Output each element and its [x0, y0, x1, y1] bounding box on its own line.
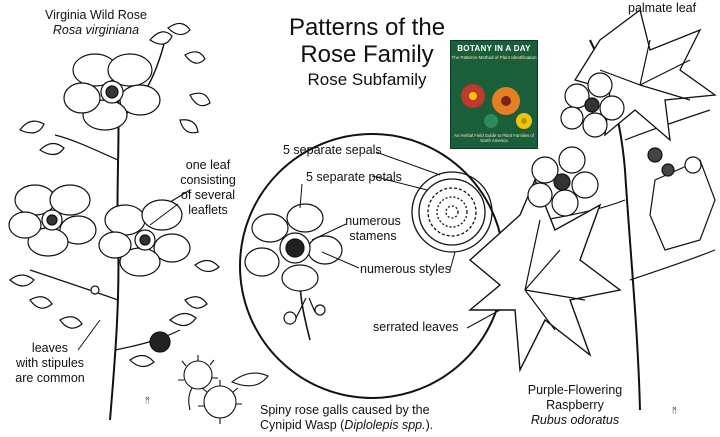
stamens-label-2: stamens — [349, 229, 397, 243]
stamens-label-1: numerous — [345, 214, 401, 228]
receptacle-cross-section — [411, 171, 493, 253]
book-tagline: The Patterns Method of Plant Identificat… — [451, 55, 537, 60]
galls-caption-2-pre: Cynipid Wasp ( — [260, 418, 345, 432]
galls-caption-1: Spiny rose galls caused by the — [260, 403, 430, 417]
raspberry-flower-lower — [527, 146, 599, 217]
one-leaf-label-1: one leaf — [185, 158, 231, 172]
galls-caption-2-post: ). — [425, 418, 434, 432]
book-title: BOTANY IN A DAY — [457, 44, 531, 53]
styles-label: numerous styles — [360, 262, 452, 276]
diagram-title-line2: Rose Family — [300, 41, 434, 68]
center-flower-illustration — [244, 203, 343, 341]
one-leaf-label-2: consisting — [180, 173, 236, 187]
rose-flower-left — [8, 184, 97, 257]
raspberry-label-1: Purple-Flowering — [527, 383, 623, 397]
palmate-leaf-large — [468, 178, 622, 373]
rose-flower-top — [63, 53, 161, 131]
diagram-title-line1: Patterns of the — [288, 14, 446, 41]
petals-label: 5 separate petals — [306, 170, 402, 184]
galls-caption-2: Cynipid Wasp (Diplolepis spp.). — [260, 418, 433, 433]
stipules-label-2: with stipules — [15, 356, 85, 370]
stipules-label-3: are common — [15, 371, 85, 385]
rose-flower-right — [98, 199, 191, 277]
virginia-rose-latin-name: Rosa virginiana — [52, 23, 140, 37]
galls-caption-2-latin: Diplolepis spp. — [344, 418, 426, 432]
svg-text:ᛗ: ᛗ — [145, 396, 150, 405]
serrated-leaves-label: serrated leaves — [373, 320, 459, 334]
one-leaf-label-4: leaflets — [188, 203, 228, 217]
virginia-rose-illustration — [8, 22, 220, 421]
raspberry-latin-name: Rubus odoratus — [530, 413, 620, 427]
palmate-leaf-label: palmate leaf — [628, 1, 697, 15]
raspberry-flower-upper — [560, 72, 625, 138]
diagram-subtitle: Rose Subfamily — [307, 70, 427, 89]
sepals-label: 5 separate sepals — [283, 143, 382, 157]
book-flower-image — [461, 84, 532, 129]
rose-galls-illustration — [178, 355, 269, 424]
svg-text:ᛗ: ᛗ — [672, 406, 677, 415]
virginia-rose-common-name: Virginia Wild Rose — [45, 8, 147, 22]
raspberry-illustration — [468, 8, 717, 411]
palmate-leaf-right — [649, 159, 716, 251]
stipules-label-1: leaves — [31, 341, 69, 355]
one-leaf-label-3: of several — [180, 188, 236, 202]
rose-leaves — [9, 22, 220, 368]
raspberry-label-2: Raspberry — [546, 398, 604, 412]
book-cover[interactable]: BOTANY IN A DAY The Patterns Method of P… — [450, 40, 538, 149]
label-pointers — [77, 15, 634, 351]
book-bottom-text: An Herbal Field Guide to Plant Families … — [453, 133, 534, 143]
